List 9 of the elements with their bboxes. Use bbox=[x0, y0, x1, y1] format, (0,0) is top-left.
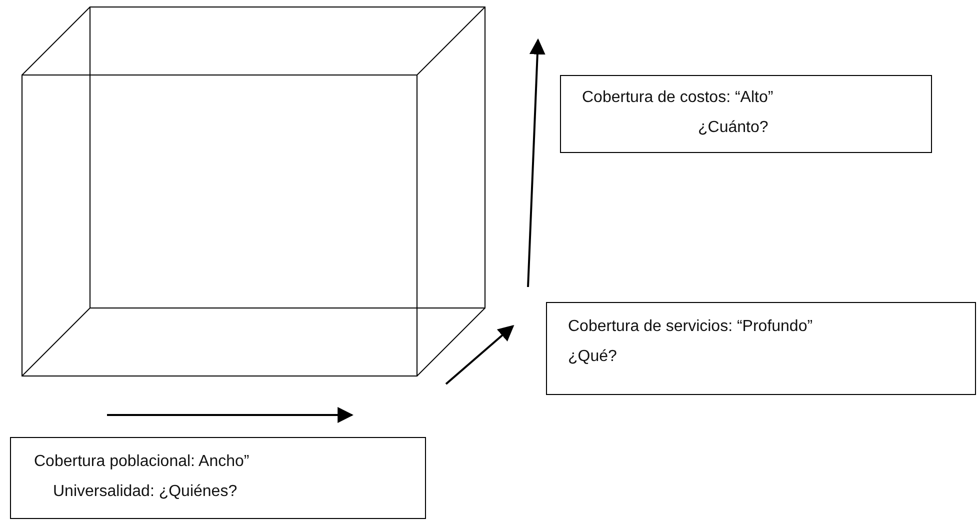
box-text: Universalidad: ¿Quiénes? bbox=[53, 483, 238, 501]
text-box bbox=[10, 437, 426, 519]
text-box bbox=[546, 302, 976, 395]
box-text: ¿Cuánto? bbox=[698, 119, 768, 137]
box-text: ¿Qué? bbox=[568, 348, 617, 366]
box-text: Cobertura de servicios: “Profundo” bbox=[568, 318, 813, 336]
box-text: Cobertura poblacional: Ancho” bbox=[34, 453, 250, 471]
box-text: Cobertura de costos: “Alto” bbox=[582, 89, 774, 107]
text-box bbox=[560, 75, 932, 153]
